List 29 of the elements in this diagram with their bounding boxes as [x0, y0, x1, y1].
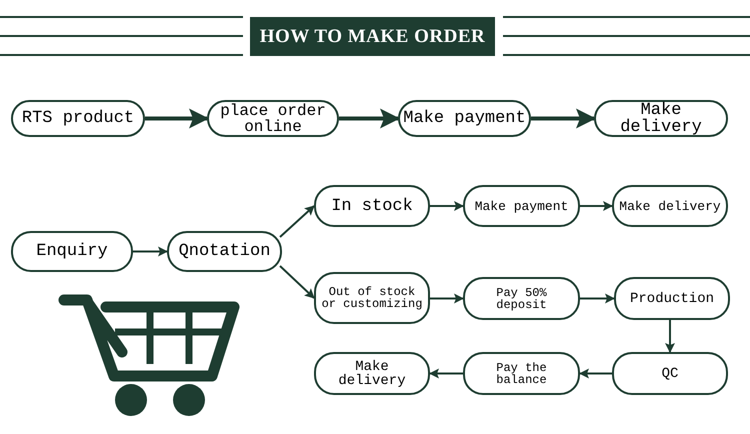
arrow	[279, 205, 315, 238]
arrow	[430, 294, 464, 304]
process-box: Pay 50% deposit	[463, 277, 580, 320]
process-box: In stock	[314, 185, 430, 227]
process-box: place order online	[207, 100, 339, 137]
process-box: Make delivery	[612, 185, 728, 227]
arrow	[665, 320, 675, 353]
arrow	[429, 368, 463, 378]
process-box: Pay the balance	[463, 352, 580, 395]
arrow	[133, 246, 168, 256]
process-box: Make delivery	[314, 352, 430, 395]
process-box: Qnotation	[167, 231, 282, 272]
process-box: RTS product	[11, 100, 145, 137]
process-box: Out of stock or customizing	[314, 272, 430, 324]
arrow	[279, 265, 315, 299]
process-box: Make payment	[463, 185, 580, 227]
arrow	[580, 201, 613, 211]
arrow	[145, 108, 209, 128]
arrow	[531, 108, 596, 128]
process-box: Production	[614, 277, 730, 320]
title-banner: HOW TO MAKE ORDER	[250, 17, 495, 56]
process-box: Make delivery	[594, 100, 728, 137]
arrow	[430, 201, 464, 211]
arrow	[579, 368, 612, 378]
process-box: Make payment	[398, 100, 531, 137]
arrow	[580, 294, 615, 304]
arrow	[339, 108, 400, 128]
process-box: Enquiry	[11, 231, 133, 272]
process-box: QC	[612, 352, 728, 395]
